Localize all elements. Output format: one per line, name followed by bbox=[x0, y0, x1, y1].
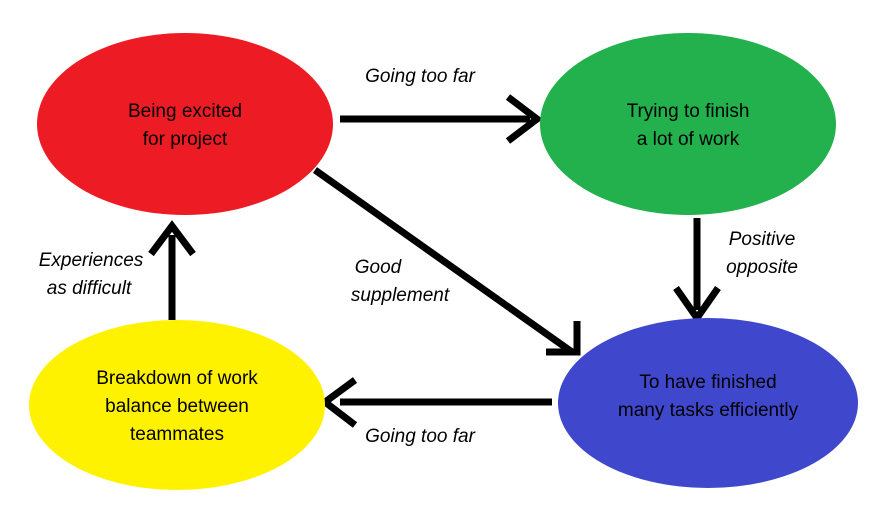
node-to-have-finished-many-tasks-efficiently[interactable]: To have finished many tasks efficiently bbox=[558, 318, 858, 488]
edge-label-experiences-line1: Experiences bbox=[39, 250, 144, 271]
edge-finished-tasks-to-breakdown: Going too far bbox=[319, 377, 552, 447]
node-shape-green-ellipse[interactable] bbox=[540, 33, 836, 215]
edge-label-good-supplement-line1: Good bbox=[355, 257, 403, 278]
node-label-finished-tasks-line1: To have finished bbox=[639, 372, 776, 393]
node-trying-to-finish-a-lot-of-work[interactable]: Trying to finish a lot of work bbox=[540, 33, 836, 215]
arrowhead-going-too-far-top bbox=[505, 94, 543, 144]
edge-label-good-supplement-line2: supplement bbox=[351, 285, 450, 306]
edge-excited-to-finished-tasks: Good supplement bbox=[312, 167, 581, 356]
edge-label-going-too-far-bottom: Going too far bbox=[365, 426, 476, 447]
edge-label-going-too-far-top: Going too far bbox=[365, 66, 476, 87]
arrowhead-going-too-far-bottom bbox=[319, 377, 358, 428]
arrowhead-good-supplement bbox=[546, 321, 581, 356]
node-being-excited-for-project[interactable]: Being excited for project bbox=[37, 33, 333, 215]
edge-label-positive-opposite-line2: opposite bbox=[726, 257, 798, 278]
node-label-breakdown-line2: balance between bbox=[105, 396, 249, 417]
node-label-excited-line1: Being excited bbox=[128, 101, 242, 122]
node-label-excited-line2: for project bbox=[143, 129, 228, 150]
arrowhead-positive-opposite bbox=[673, 285, 721, 325]
node-label-breakdown-line3: teammates bbox=[130, 424, 224, 445]
node-label-finished-tasks-line2: many tasks efficiently bbox=[618, 400, 799, 421]
node-label-finish-work-line2: a lot of work bbox=[637, 129, 740, 150]
node-shape-red-ellipse[interactable] bbox=[37, 33, 333, 215]
node-label-finish-work-line1: Trying to finish bbox=[627, 101, 750, 122]
edge-breakdown-to-excited: Experiences as difficult bbox=[39, 220, 196, 320]
arrowhead-experiences-as-difficult bbox=[148, 220, 196, 257]
node-shape-yellow-ellipse[interactable] bbox=[29, 320, 325, 490]
edge-label-experiences-line2: as difficult bbox=[47, 278, 132, 299]
node-breakdown-of-work-balance-between-teammates[interactable]: Breakdown of work balance between teamma… bbox=[29, 320, 325, 490]
node-label-breakdown-line1: Breakdown of work bbox=[96, 368, 258, 389]
edge-finish-work-to-finished-tasks: Positive opposite bbox=[673, 218, 798, 325]
edge-line-good-supplement bbox=[312, 167, 575, 355]
edge-label-positive-opposite-line1: Positive bbox=[729, 229, 796, 250]
edge-excited-to-finish-work: Going too far bbox=[340, 66, 543, 144]
node-shape-blue-ellipse[interactable] bbox=[558, 318, 858, 488]
